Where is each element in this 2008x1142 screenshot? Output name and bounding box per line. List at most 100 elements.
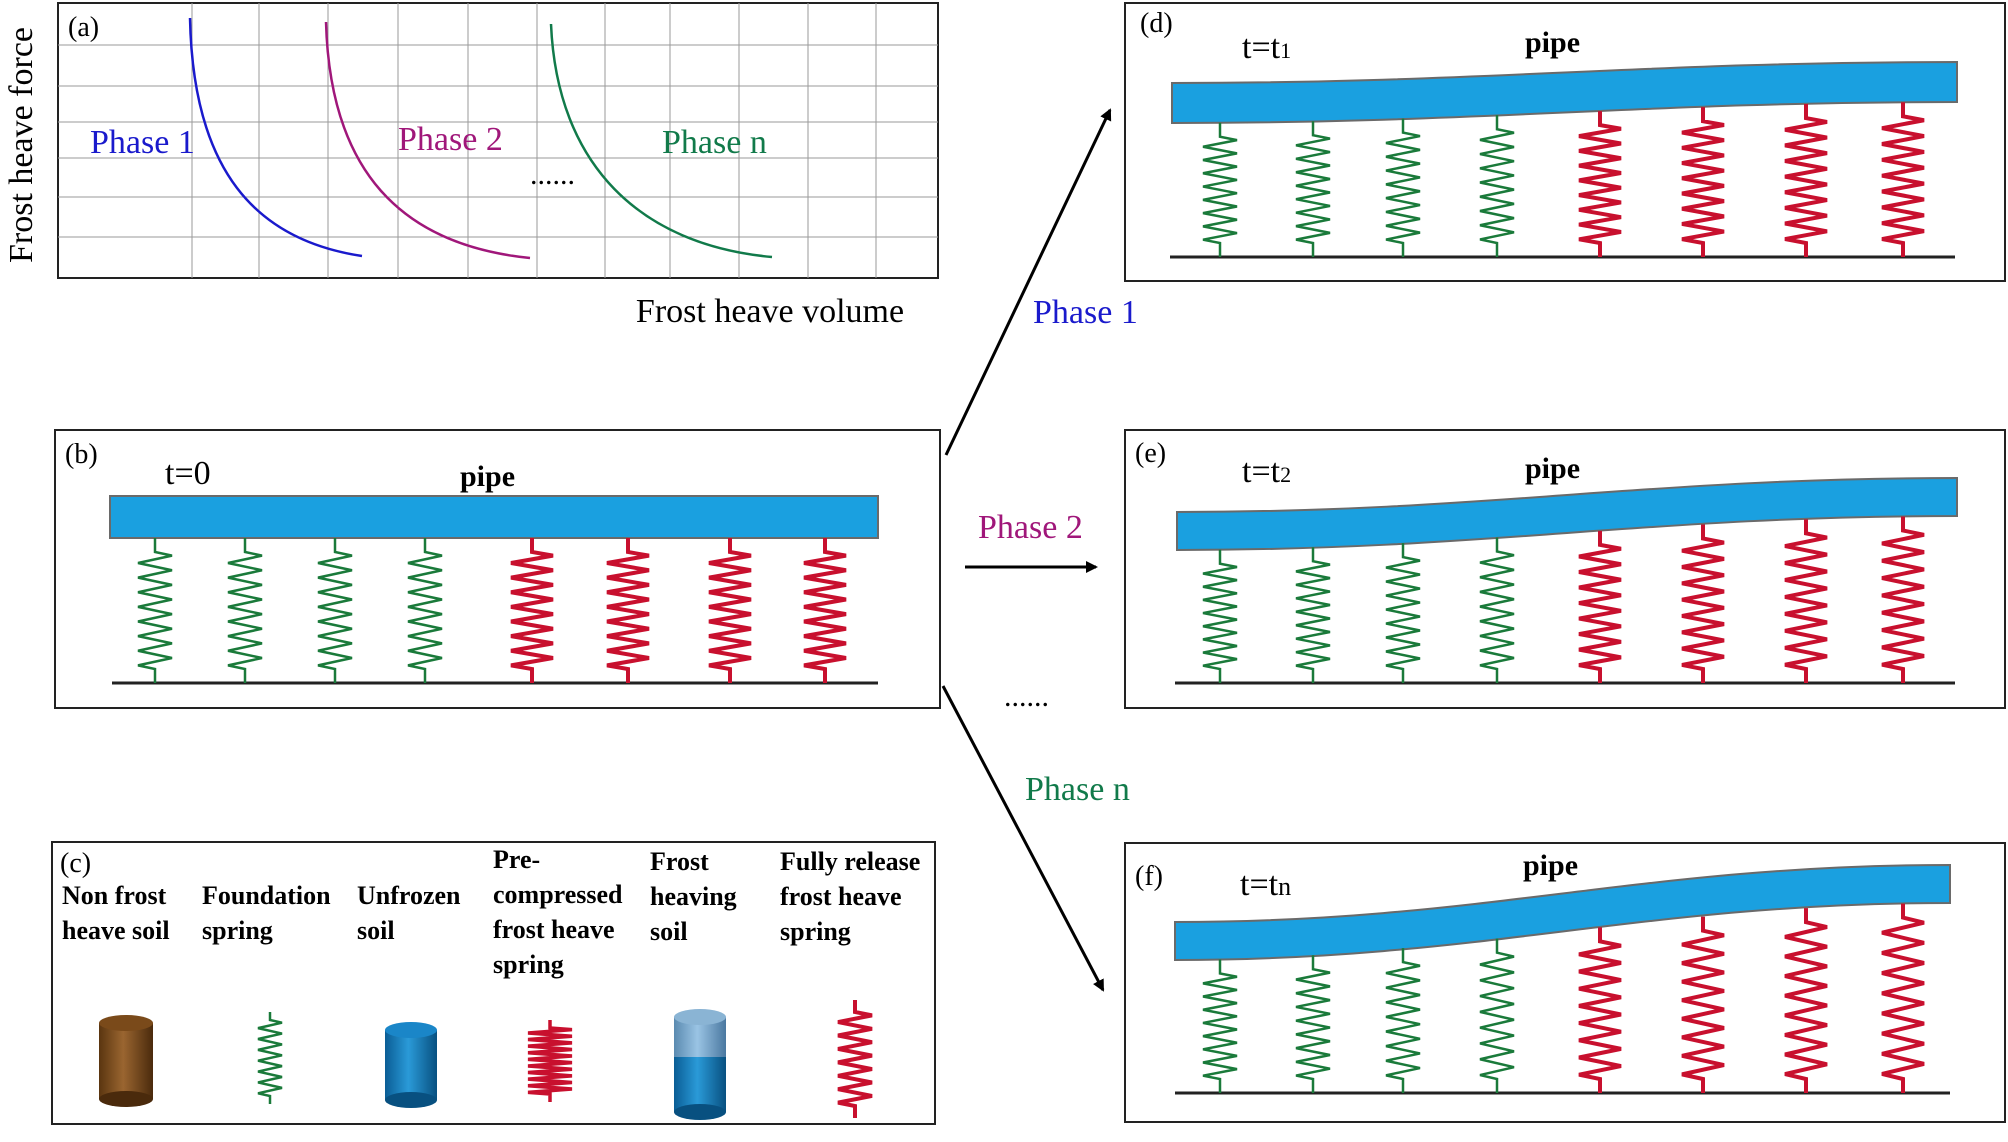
phase-1-curve bbox=[188, 17, 363, 258]
foundation-spring bbox=[1202, 122, 1238, 257]
panel-b: (b) t=0 pipe bbox=[54, 429, 941, 709]
brown-cylinder-icon bbox=[99, 1015, 153, 1107]
frost-heave-spring bbox=[1881, 102, 1925, 257]
panel-a-tag: (a) bbox=[68, 12, 99, 43]
y-axis-label: Frost heave force bbox=[3, 27, 40, 263]
frost-heave-spring bbox=[1578, 927, 1622, 1093]
legend-fully-released-spring: Fully release frost heave spring bbox=[780, 847, 927, 1118]
panel-e-springs bbox=[1202, 516, 1925, 683]
frost-heave-spring bbox=[1881, 516, 1925, 683]
foundation-spring bbox=[317, 538, 353, 683]
blue-cylinder-icon bbox=[385, 1022, 437, 1108]
frost-cylinder-icon bbox=[674, 1009, 726, 1120]
frost-heave-spring bbox=[803, 538, 847, 683]
panel-b-frame bbox=[54, 429, 941, 709]
foundation-spring bbox=[1202, 549, 1238, 683]
phase-2-curve bbox=[324, 21, 531, 260]
frost-heave-spring bbox=[1681, 916, 1725, 1093]
panel-d-tag: (d) bbox=[1140, 8, 1173, 39]
panel-a-ellipsis: ...... bbox=[530, 158, 575, 191]
phase-2-curve-label: Phase 2 bbox=[398, 121, 503, 158]
phase-2-arrow-label: Phase 2 bbox=[978, 509, 1083, 546]
foundation-spring bbox=[1479, 938, 1515, 1093]
panel-c-frame bbox=[51, 841, 936, 1125]
panel-b-pipe bbox=[109, 495, 879, 539]
frost-heave-spring bbox=[1784, 908, 1828, 1093]
panel-c: (c) Non frost heave soil Foundation spri… bbox=[51, 841, 936, 1125]
compressed-spring-shape bbox=[527, 1020, 573, 1102]
panel-e-tag: (e) bbox=[1135, 438, 1166, 469]
foundation-spring bbox=[1385, 118, 1421, 257]
foundation-spring bbox=[407, 538, 443, 683]
panel-f-tag: (f) bbox=[1135, 861, 1163, 892]
panel-e-frame bbox=[1124, 429, 2006, 709]
foundation-spring bbox=[137, 538, 173, 683]
legend-non-frost-heave-soil: Non frost heave soil bbox=[62, 881, 170, 1107]
frost-heave-spring bbox=[708, 538, 752, 683]
panel-e-time: t=t2 bbox=[1242, 453, 1291, 490]
frost-heave-spring bbox=[1784, 519, 1828, 683]
legend-unfrozen-soil: Unfrozen soil bbox=[357, 881, 467, 1108]
frost-heave-spring bbox=[1578, 530, 1622, 683]
panel-f-pipe-label: pipe bbox=[1523, 849, 1578, 882]
frost-heave-spring bbox=[510, 538, 554, 683]
panel-f-springs bbox=[1202, 903, 1925, 1093]
panel-f-pipe bbox=[1174, 863, 1951, 962]
legend-foundation-spring: Foundation spring bbox=[202, 881, 337, 1104]
panel-a-frame bbox=[57, 2, 939, 279]
x-axis-label: Frost heave volume bbox=[636, 293, 904, 330]
phase-ellipsis: ...... bbox=[1004, 680, 1049, 713]
frost-heave-spring bbox=[606, 538, 650, 683]
foundation-spring bbox=[1295, 955, 1331, 1093]
frost-heave-spring bbox=[1784, 104, 1828, 257]
phase-arrows: Phase 1 Phase 2 Phase n ...... bbox=[941, 108, 1138, 992]
panel-e: (e) t=t2 pipe bbox=[1124, 429, 2006, 709]
released-red-spring-icon bbox=[837, 1000, 873, 1118]
foundation-spring bbox=[1479, 537, 1515, 683]
panel-f: (f) t=tn pipe bbox=[1124, 842, 2006, 1123]
frost-heave-spring bbox=[1681, 107, 1725, 257]
panel-b-springs bbox=[137, 538, 847, 683]
green-spring-shape bbox=[257, 1012, 283, 1104]
legend-label: Frost heaving soil bbox=[650, 847, 743, 946]
legend-label: Fully release frost heave spring bbox=[780, 847, 927, 946]
panel-d-springs bbox=[1202, 102, 1925, 257]
phase-n-curve bbox=[549, 23, 773, 259]
foundation-spring bbox=[1202, 959, 1238, 1093]
panel-e-pipe-label: pipe bbox=[1525, 452, 1580, 485]
foundation-spring bbox=[1295, 121, 1331, 257]
panel-d-frame bbox=[1124, 2, 2006, 282]
frost-heave-spring bbox=[1681, 524, 1725, 683]
panel-f-time: t=tn bbox=[1240, 866, 1291, 903]
phase-n-curve-label: Phase n bbox=[662, 124, 767, 161]
released-spring-shape bbox=[837, 1000, 873, 1118]
legend-frost-heaving-soil: Frost heaving soil bbox=[650, 847, 743, 1120]
frost-heave-spring bbox=[1881, 903, 1925, 1093]
foundation-spring bbox=[1385, 543, 1421, 683]
panel-d: (d) t=t1 pipe bbox=[1124, 2, 2006, 282]
phase-1-curve-label: Phase 1 bbox=[90, 124, 195, 161]
foundation-spring bbox=[1295, 547, 1331, 683]
panel-b-pipe-label: pipe bbox=[460, 460, 515, 493]
panel-b-tag: (b) bbox=[65, 439, 98, 470]
panel-e-pipe bbox=[1176, 476, 1958, 552]
frost-heave-spring bbox=[1578, 111, 1622, 257]
legend-label: Pre- compressed frost heave spring bbox=[493, 845, 629, 979]
panel-d-time: t=t1 bbox=[1242, 29, 1291, 66]
foundation-spring bbox=[1385, 948, 1421, 1093]
phase-n-arrow-label: Phase n bbox=[1025, 771, 1130, 808]
phase-1-arrow bbox=[944, 108, 1112, 456]
phase-1-arrow-label: Phase 1 bbox=[1033, 294, 1138, 331]
panel-d-pipe-label: pipe bbox=[1525, 26, 1580, 59]
compressed-red-spring-icon bbox=[527, 1020, 573, 1102]
green-spring-icon bbox=[257, 1012, 283, 1104]
phase-n-arrow bbox=[941, 685, 1105, 992]
foundation-spring bbox=[1479, 115, 1515, 257]
legend-label: Unfrozen soil bbox=[357, 881, 467, 945]
legend-precompressed-spring: Pre- compressed frost heave spring bbox=[493, 845, 629, 1102]
panel-d-pipe bbox=[1171, 60, 1958, 125]
foundation-spring bbox=[227, 538, 263, 683]
panel-b-time: t=0 bbox=[165, 455, 211, 492]
legend-label: Foundation spring bbox=[202, 881, 337, 945]
